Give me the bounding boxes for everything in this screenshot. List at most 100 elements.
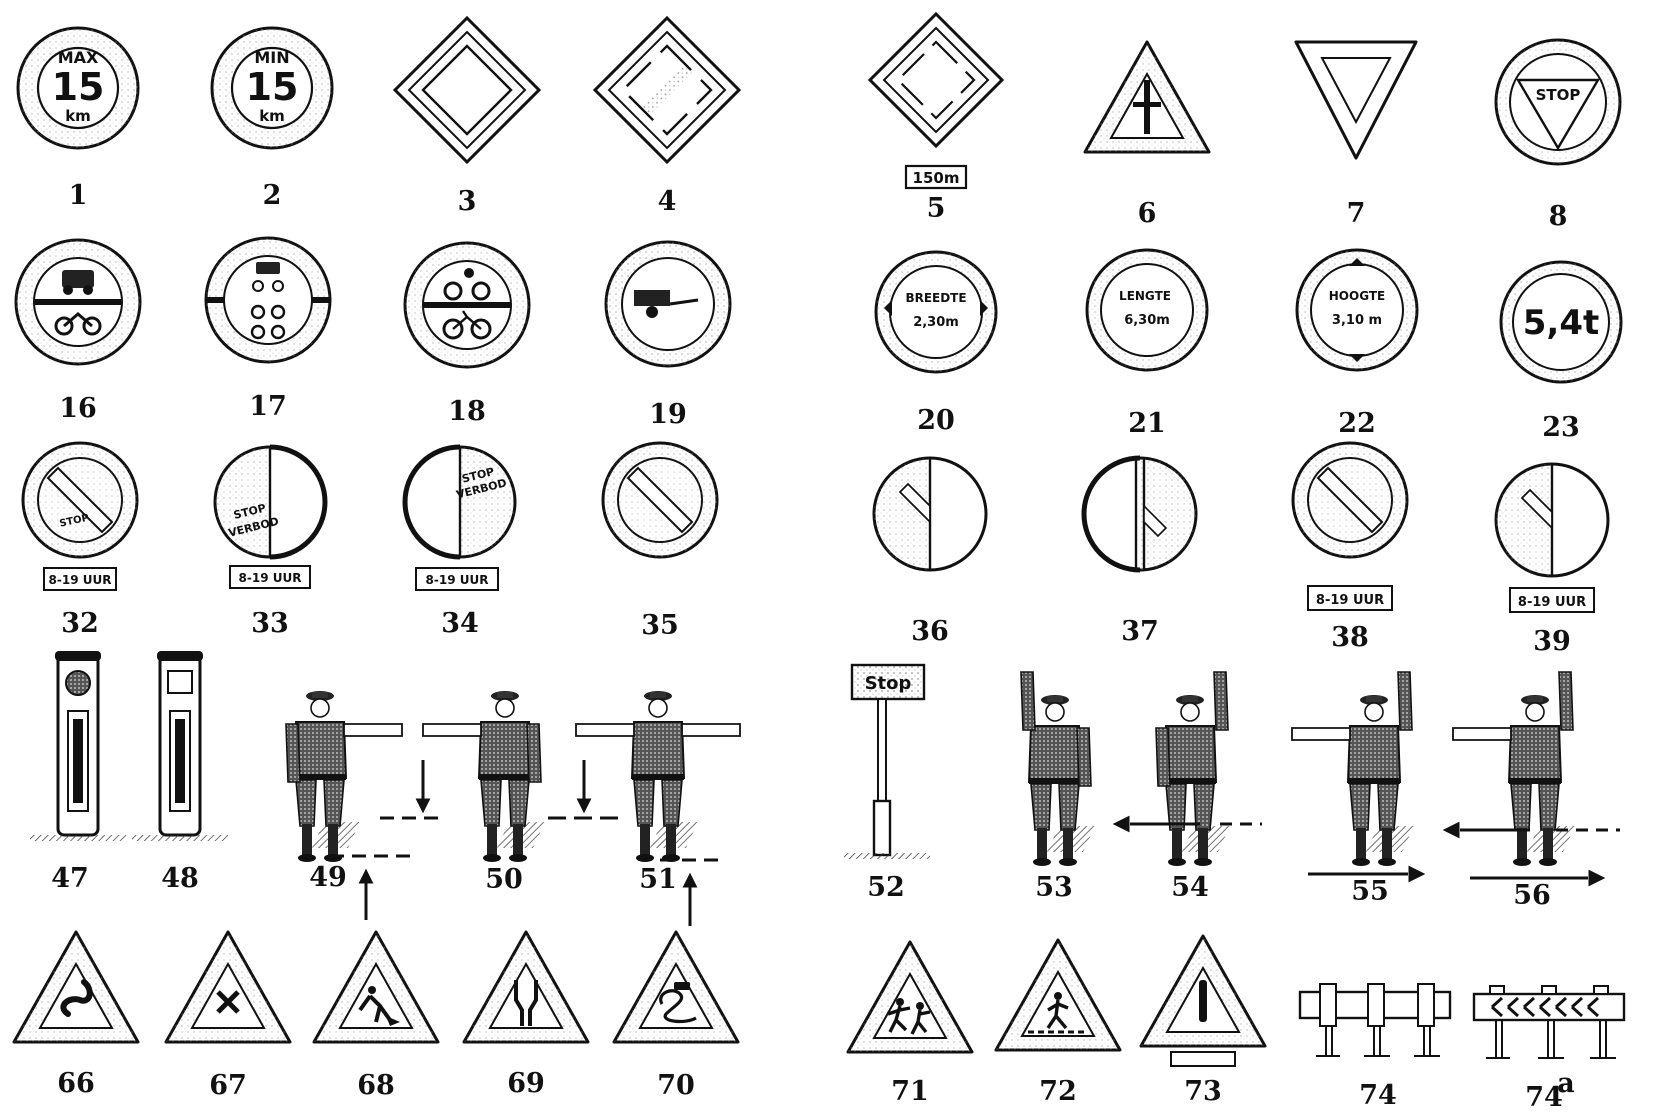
officer-56 <box>1452 671 1575 867</box>
officer-50 <box>422 690 545 863</box>
sign-23-max-weight: 5,4t <box>1499 260 1623 384</box>
label-16: 16 <box>59 393 97 424</box>
sign-23-weight-text: 5,4t <box>1523 303 1599 343</box>
sign-2-min-speed: MIN 15 km <box>210 26 334 150</box>
label-48: 48 <box>161 863 199 894</box>
sign-1-max-speed: MAX 15 km <box>16 26 140 150</box>
sign-1-unit-text: km <box>65 107 91 125</box>
sign-69-road-narrows <box>462 930 590 1044</box>
label-23: 23 <box>1542 412 1580 443</box>
sign-35-no-stopping <box>601 441 719 559</box>
sign-48-traffic-post <box>132 651 228 841</box>
label-73: 73 <box>1184 1076 1222 1107</box>
sign-17-no-vehicles <box>204 236 332 364</box>
label-74: 74 <box>1359 1080 1397 1111</box>
label-56: 56 <box>1513 880 1551 911</box>
sign-37-no-stopping-right <box>1081 455 1198 573</box>
sign-74-barrier <box>1298 983 1452 1057</box>
sign-32-time-text: 8-19 UUR <box>49 573 112 587</box>
officer-55 <box>1291 671 1414 867</box>
label-17: 17 <box>249 391 287 422</box>
sign-70-slippery-road <box>612 930 740 1044</box>
sign-32-no-stopping-hours: STOP 8-19 UUR <box>21 441 139 591</box>
sign-2-speed-text: 15 <box>246 65 299 109</box>
sign-4-end-priority-road <box>592 15 742 165</box>
label-38: 38 <box>1331 622 1369 653</box>
label-35: 35 <box>641 610 679 641</box>
sign-18-no-mopeds-cycles <box>403 241 531 369</box>
sign-20-label-text: BREEDTE <box>905 291 966 305</box>
sign-67-crossroad <box>164 930 292 1044</box>
sign-5-priority-road-150m: 150m <box>867 11 1005 190</box>
label-6: 6 <box>1138 198 1157 229</box>
sign-52-stop-board: Stop <box>844 663 930 859</box>
label-2: 2 <box>263 180 282 211</box>
sign-21-max-length: LENGTE 6,30m <box>1085 248 1209 372</box>
label-51: 51 <box>639 864 677 895</box>
label-34: 34 <box>441 608 479 639</box>
label-74a: 74 <box>1525 1082 1563 1113</box>
label-5: 5 <box>927 193 946 224</box>
sign-52-stop-text: Stop <box>865 673 912 694</box>
sign-33-no-stopping-left-hours: STOP VERBOD 8-19 UUR <box>213 444 328 589</box>
officer-53 <box>1020 671 1095 867</box>
label-72: 72 <box>1039 1076 1077 1107</box>
sign-2-min-text: MIN <box>254 48 289 67</box>
label-7: 7 <box>1347 198 1366 229</box>
sign-39-time-text: 8-19 UUR <box>1518 595 1586 610</box>
label-33: 33 <box>251 608 289 639</box>
sign-19-no-trailers <box>604 240 732 368</box>
label-1: 1 <box>69 180 88 211</box>
sign-20-value-text: 2,30m <box>913 315 959 330</box>
label-71: 71 <box>891 1076 929 1107</box>
label-54: 54 <box>1171 872 1209 903</box>
sign-16-no-motor-vehicles <box>14 238 142 366</box>
sign-73-other-danger <box>1139 934 1267 1067</box>
label-52: 52 <box>867 872 905 903</box>
label-74a-superscript: a <box>1557 1068 1575 1099</box>
sign-39-no-stopping-left-hours: 8-19 UUR <box>1494 462 1610 613</box>
sign-22-label-text: HOOGTE <box>1329 289 1385 303</box>
sign-74a-chevron-barrier <box>1472 985 1626 1059</box>
label-36: 36 <box>911 616 949 647</box>
sign-8-stop-text: STOP <box>1536 86 1581 104</box>
sign-68-road-works <box>312 930 440 1044</box>
sign-7-yield <box>1294 40 1418 160</box>
label-21: 21 <box>1128 408 1166 439</box>
sign-1-max-text: MAX <box>58 48 99 67</box>
sign-66-double-bend <box>12 930 140 1044</box>
label-66: 66 <box>57 1068 95 1099</box>
sign-20-max-width: BREEDTE 2,30m <box>874 250 998 374</box>
label-47: 47 <box>51 863 89 894</box>
sign-3-priority-road <box>392 15 542 165</box>
sign-21-value-text: 6,30m <box>1124 313 1170 328</box>
sign-34-no-stopping-right-hours: STOP VERBOD 8-19 UUR <box>402 444 517 591</box>
sign-72-pedestrian-crossing <box>994 938 1122 1052</box>
label-37: 37 <box>1121 616 1159 647</box>
label-20: 20 <box>917 405 955 436</box>
sign-5-distance-text: 150m <box>913 169 960 187</box>
sign-38-no-stopping-hours: 8-19 UUR <box>1291 441 1409 611</box>
sign-47-traffic-post-light <box>30 651 126 841</box>
label-4: 4 <box>658 186 677 217</box>
sign-33-time-text: 8-19 UUR <box>239 571 302 585</box>
officer-49 <box>285 690 403 863</box>
sign-36-no-stopping-left <box>872 456 988 572</box>
label-8: 8 <box>1549 201 1568 232</box>
sign-8-stop: STOP <box>1494 38 1622 166</box>
sign-34-time-text: 8-19 UUR <box>426 573 489 587</box>
label-53: 53 <box>1035 872 1073 903</box>
label-70: 70 <box>657 1070 695 1101</box>
label-19: 19 <box>649 399 687 430</box>
officer-lane-markings-49-51 <box>330 760 724 926</box>
sign-71-children <box>846 940 974 1054</box>
sign-22-value-text: 3,10 m <box>1332 313 1382 328</box>
label-22: 22 <box>1338 408 1376 439</box>
officer-54 <box>1155 671 1230 867</box>
label-55: 55 <box>1351 876 1389 907</box>
label-67: 67 <box>209 1070 247 1101</box>
label-69: 69 <box>507 1068 545 1099</box>
officer-lane-markings-53-56 <box>1112 815 1620 887</box>
sign-1-speed-text: 15 <box>52 65 105 109</box>
